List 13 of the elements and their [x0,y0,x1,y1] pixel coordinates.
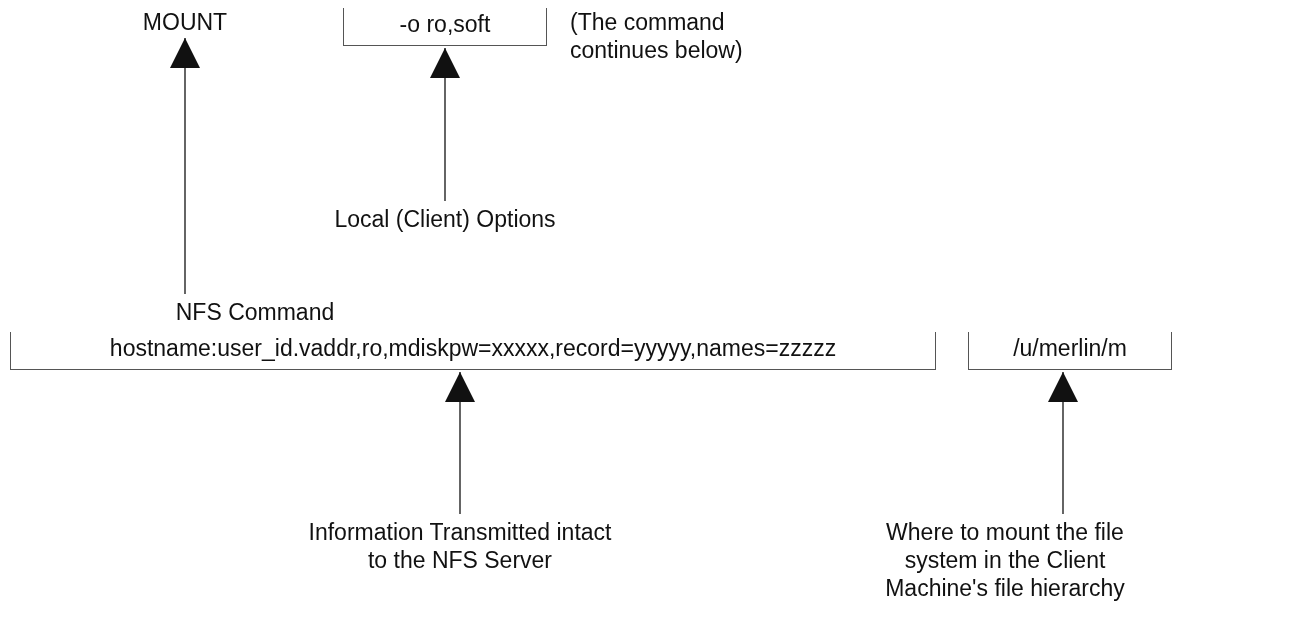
note-text: (The command continues below) [570,8,744,64]
arrow [445,371,475,515]
callout-text: Local (Client) Options [295,205,595,233]
arrow [170,37,200,295]
bracketed-segment: -o ro,soft [343,8,547,46]
bracketed-segment: hostname:user_id.vaddr,ro,mdiskpw=xxxxx,record=yyyyy,names=zzzzz [10,332,936,370]
callout-text: NFS Command [135,298,375,326]
arrow [430,47,460,202]
callout-text: Where to mount the file system in the Client Machine's file hierarchy [870,518,1140,602]
bracketed-segment: /u/merlin/m [968,332,1172,370]
arrow [1048,371,1078,515]
command-keyword: MOUNT [130,8,240,36]
callout-text: Information Transmitted intact to the NFS Server [300,518,620,574]
